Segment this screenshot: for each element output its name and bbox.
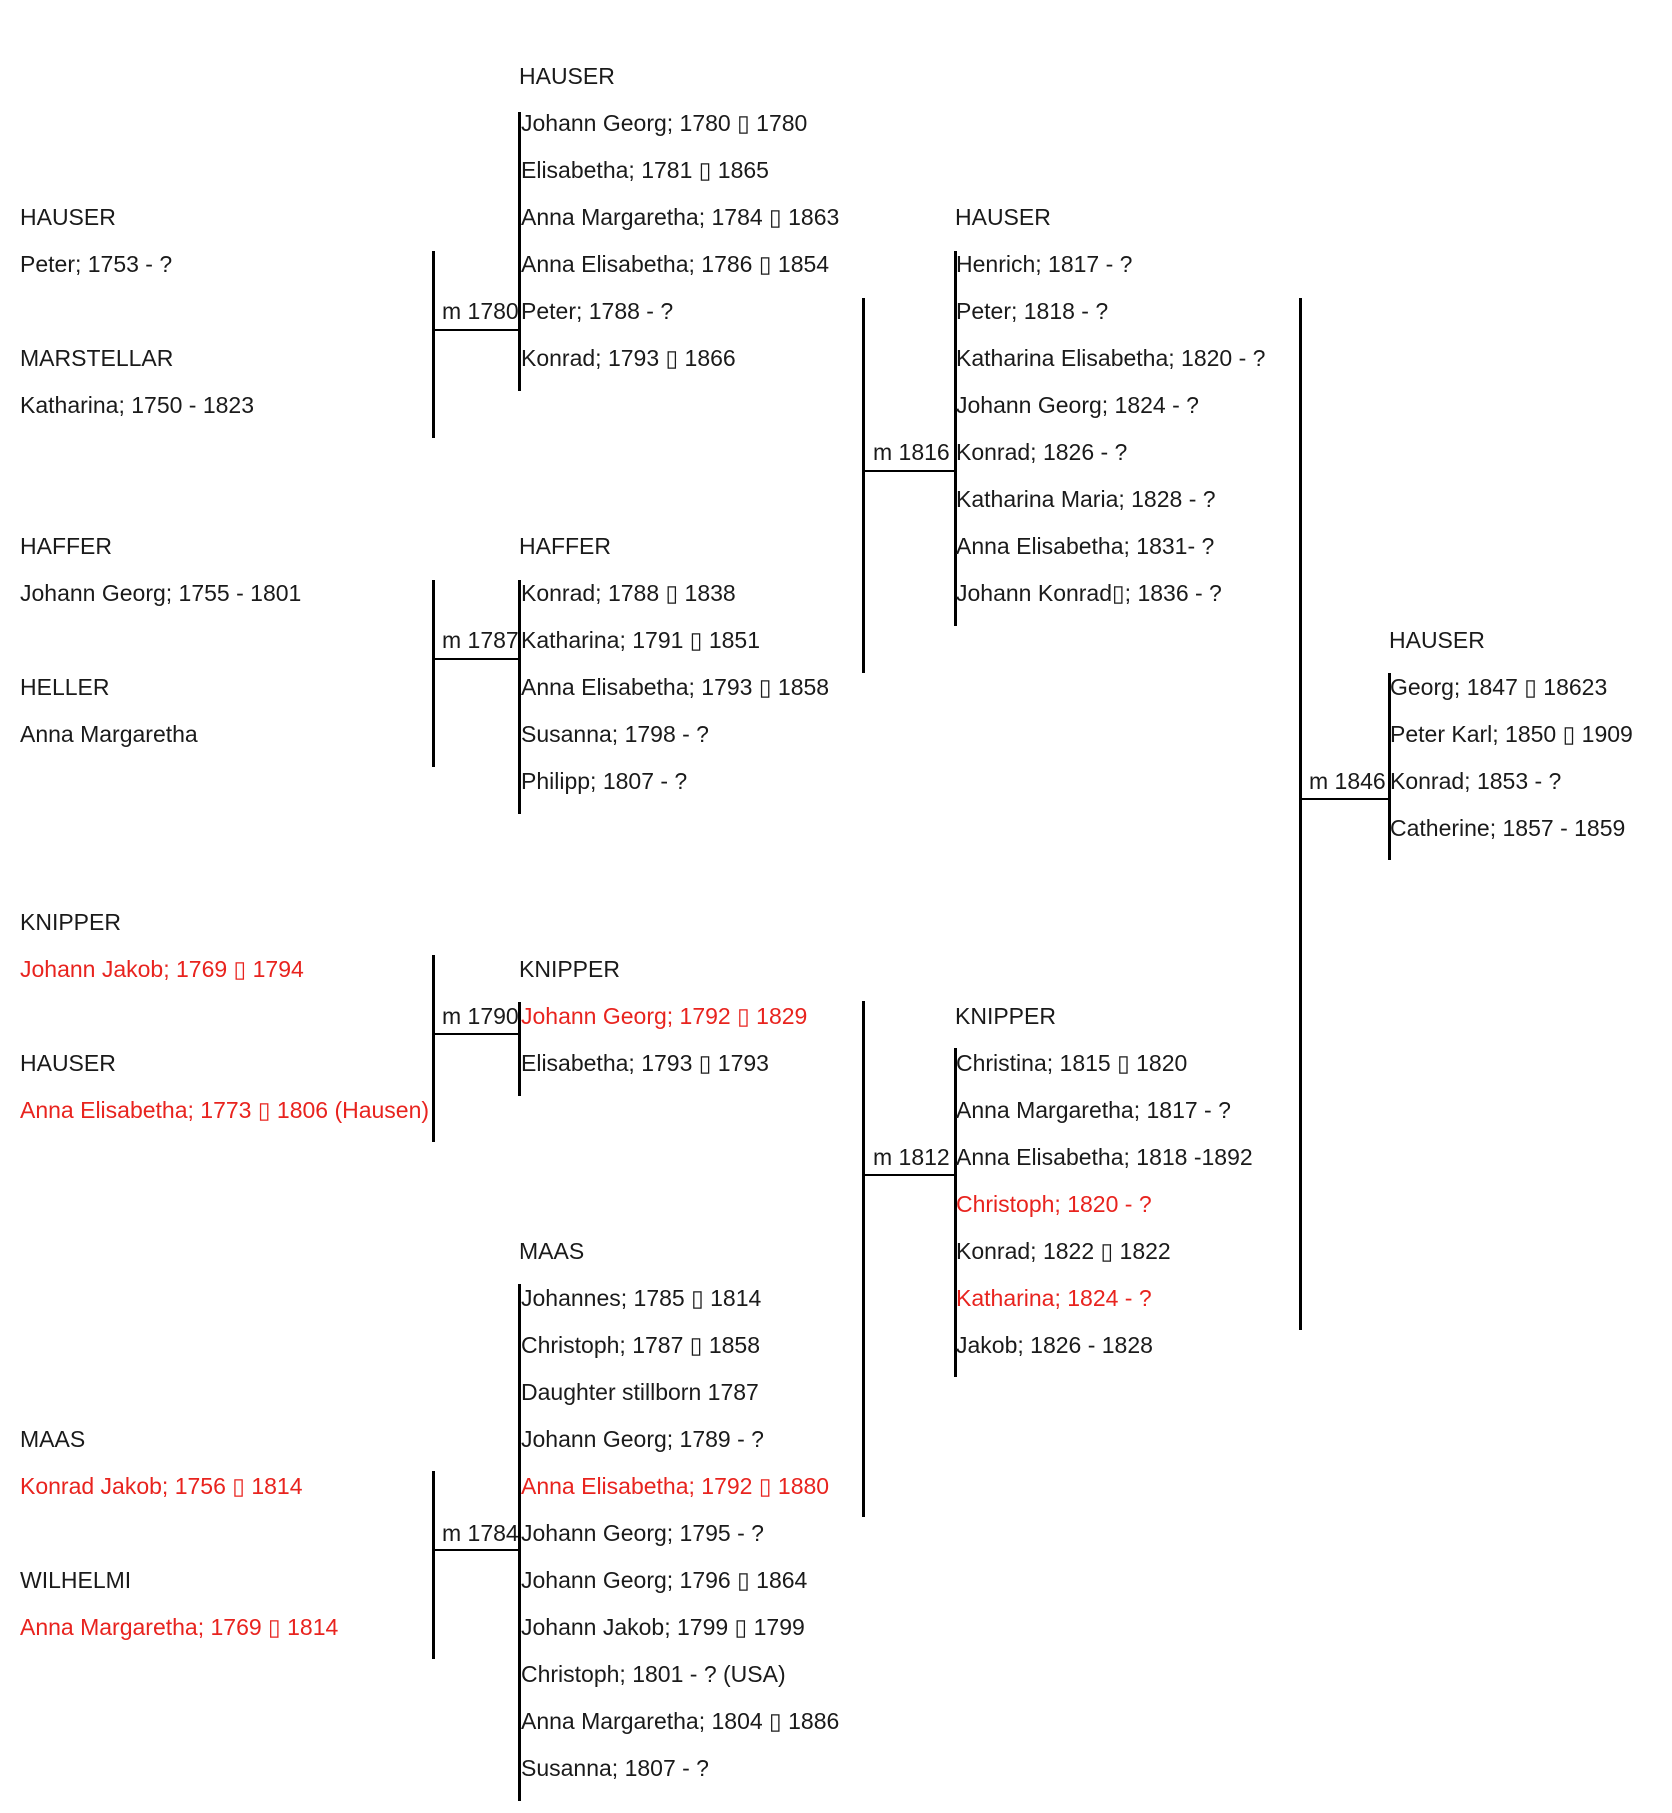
- child-entry: Konrad; 1853 - ?: [1390, 768, 1562, 794]
- family-surname: MAAS: [519, 1238, 585, 1264]
- child-entry: Johann Georg; 1824 - ?: [956, 392, 1199, 418]
- person-name: Johann Georg; 1755 - 1801: [20, 580, 302, 606]
- child-entry: Anna Elisabetha; 1786 ▯ 1854: [521, 251, 830, 277]
- family-5-parents-line: [862, 298, 865, 673]
- person-surname: HAUSER: [20, 204, 116, 230]
- child-entry: Johann Jakob; 1799 ▯ 1799: [521, 1614, 805, 1640]
- family-4-children-line: [518, 1284, 521, 1801]
- child-entry: Henrich; 1817 - ?: [956, 251, 1133, 277]
- family-6-link-line: [863, 1174, 955, 1176]
- family-1-link-line: [433, 329, 519, 331]
- child-entry: Peter; 1788 - ?: [521, 298, 674, 324]
- child-entry: Philipp; 1807 - ?: [521, 768, 688, 794]
- person-name: Anna Margaretha; 1769 ▯ 1814: [20, 1614, 339, 1640]
- marriage-label: m 1790: [442, 1003, 519, 1029]
- child-entry: Christoph; 1820 - ?: [956, 1191, 1152, 1217]
- marriage-label: m 1784: [442, 1520, 519, 1546]
- child-entry: Johann Georg; 1792 ▯ 1829: [521, 1003, 808, 1029]
- child-entry: Anna Elisabetha; 1818 -1892: [956, 1144, 1253, 1170]
- person-surname: WILHELMI: [20, 1567, 132, 1593]
- child-entry: Elisabetha; 1781 ▯ 1865: [521, 157, 769, 183]
- family-3-link-line: [433, 1033, 519, 1035]
- child-entry: Susanna; 1807 - ?: [521, 1755, 709, 1781]
- family-7-parents-line: [1299, 298, 1302, 1330]
- family-1-children-line: [518, 112, 521, 391]
- child-entry: Anna Elisabetha; 1793 ▯ 1858: [521, 674, 830, 700]
- child-entry: Katharina Maria; 1828 - ?: [956, 486, 1216, 512]
- child-entry: Anna Elisabetha; 1792 ▯ 1880: [521, 1473, 830, 1499]
- family-surname: HAUSER: [1389, 627, 1485, 653]
- person-name: Konrad Jakob; 1756 ▯ 1814: [20, 1473, 303, 1499]
- person-name: Johann Jakob; 1769 ▯ 1794: [20, 956, 304, 982]
- marriage-label: m 1787: [442, 627, 519, 653]
- person-name: Anna Elisabetha; 1773 ▯ 1806 (Hausen): [20, 1097, 430, 1123]
- child-entry: Johann Georg; 1789 - ?: [521, 1426, 764, 1452]
- marriage-label: m 1780: [442, 298, 519, 324]
- family-7-link-line: [1300, 798, 1389, 800]
- family-2-parents-line: [432, 580, 435, 767]
- child-entry: Konrad; 1793 ▯ 1866: [521, 345, 736, 371]
- family-3-parents-line: [432, 955, 435, 1142]
- child-entry: Peter Karl; 1850 ▯ 1909: [1390, 721, 1633, 747]
- person-surname: HAFFER: [20, 533, 112, 559]
- child-entry: Katharina; 1824 - ?: [956, 1285, 1152, 1311]
- child-entry: Elisabetha; 1793 ▯ 1793: [521, 1050, 769, 1076]
- person-name: Anna Margaretha: [20, 721, 198, 747]
- person-surname: MAAS: [20, 1426, 86, 1452]
- family-5-children-line: [954, 251, 957, 626]
- person-surname: HELLER: [20, 674, 110, 700]
- family-2-children-line: [518, 580, 521, 814]
- child-entry: Johann Georg; 1796 ▯ 1864: [521, 1567, 808, 1593]
- family-7-children-line: [1388, 673, 1391, 860]
- family-1-parents-line: [432, 251, 435, 438]
- child-entry: Anna Elisabetha; 1831- ?: [956, 533, 1215, 559]
- child-entry: Katharina Elisabetha; 1820 - ?: [956, 345, 1266, 371]
- child-entry: Christoph; 1787 ▯ 1858: [521, 1332, 760, 1358]
- child-entry: Johann Georg; 1780 ▯ 1780: [521, 110, 808, 136]
- child-entry: Christoph; 1801 - ? (USA): [521, 1661, 786, 1687]
- family-surname: HAUSER: [955, 204, 1051, 230]
- child-entry: Konrad; 1788 ▯ 1838: [521, 580, 736, 606]
- family-6-parents-line: [862, 1001, 865, 1517]
- marriage-label: m 1812: [873, 1144, 950, 1170]
- child-entry: Katharina; 1791 ▯ 1851: [521, 627, 761, 653]
- child-entry: Jakob; 1826 - 1828: [956, 1332, 1153, 1358]
- child-entry: Catherine; 1857 - 1859: [1390, 815, 1626, 841]
- marriage-label: m 1816: [873, 439, 950, 465]
- child-entry: Anna Margaretha; 1817 - ?: [956, 1097, 1231, 1123]
- family-surname: HAFFER: [519, 533, 611, 559]
- child-entry: Konrad; 1826 - ?: [956, 439, 1128, 465]
- person-name: Katharina; 1750 - 1823: [20, 392, 255, 418]
- child-entry: Konrad; 1822 ▯ 1822: [956, 1238, 1171, 1264]
- child-entry: Johannes; 1785 ▯ 1814: [521, 1285, 762, 1311]
- family-5-link-line: [863, 470, 955, 472]
- family-3-children-line: [518, 1002, 521, 1096]
- child-entry: Anna Margaretha; 1784 ▯ 1863: [521, 204, 840, 230]
- person-surname: MARSTELLAR: [20, 345, 174, 371]
- family-surname: HAUSER: [519, 63, 615, 89]
- family-surname: KNIPPER: [519, 956, 620, 982]
- child-entry: Anna Margaretha; 1804 ▯ 1886: [521, 1708, 840, 1734]
- child-entry: Johann Georg; 1795 - ?: [521, 1520, 764, 1546]
- person-name: Peter; 1753 - ?: [20, 251, 173, 277]
- family-surname: KNIPPER: [955, 1003, 1056, 1029]
- person-surname: KNIPPER: [20, 909, 121, 935]
- family-4-parents-line: [432, 1471, 435, 1659]
- child-entry: Christina; 1815 ▯ 1820: [956, 1050, 1188, 1076]
- marriage-label: m 1846: [1309, 768, 1386, 794]
- child-entry: Daughter stillborn 1787: [521, 1379, 759, 1405]
- person-surname: HAUSER: [20, 1050, 116, 1076]
- family-4-link-line: [433, 1549, 519, 1551]
- family-6-children-line: [954, 1048, 957, 1377]
- family-2-link-line: [433, 658, 519, 660]
- child-entry: Susanna; 1798 - ?: [521, 721, 709, 747]
- child-entry: Georg; 1847 ▯ 18623: [1390, 674, 1608, 700]
- child-entry: Johann Konrad▯; 1836 - ?: [956, 580, 1222, 606]
- child-entry: Peter; 1818 - ?: [956, 298, 1109, 324]
